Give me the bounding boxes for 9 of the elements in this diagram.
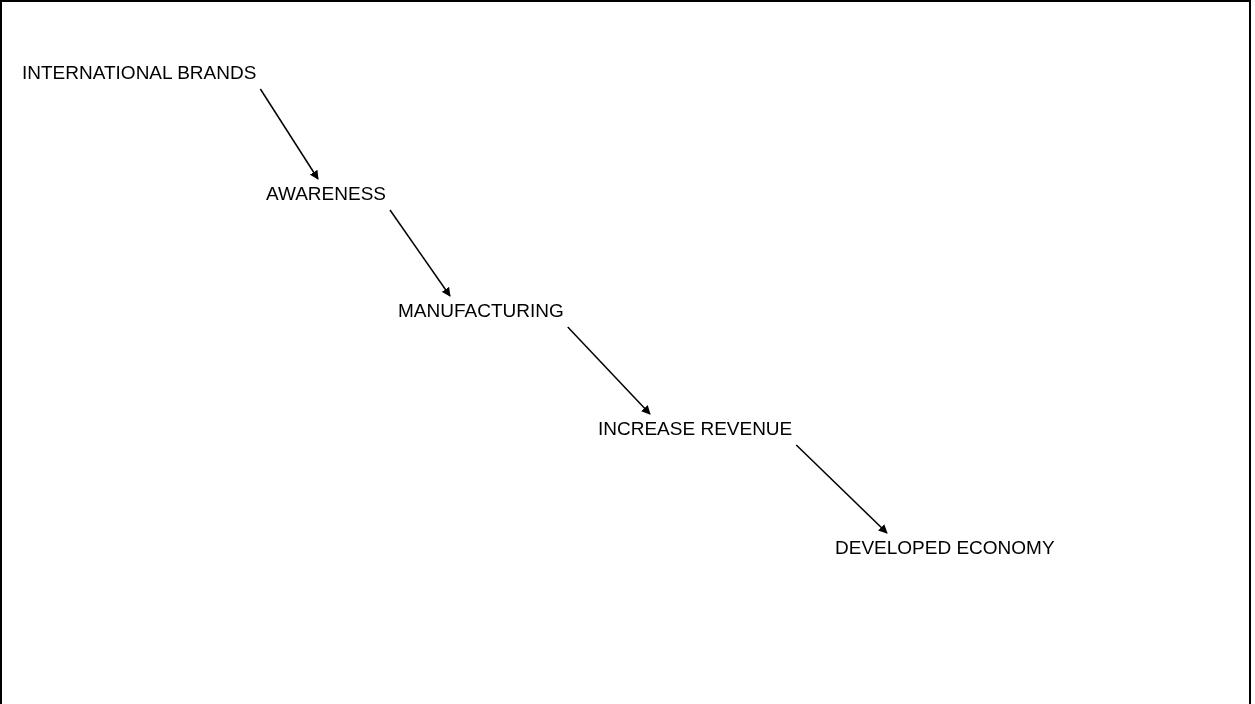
step-label: DEVELOPED ECONOMY — [829, 534, 1061, 562]
step-label: AWARENESS — [260, 180, 392, 208]
arrow — [567, 326, 651, 415]
arrow — [389, 209, 451, 297]
arrow — [259, 88, 319, 180]
step-label: MANUFACTURING — [392, 297, 570, 325]
step-label: INCREASE REVENUE — [592, 415, 799, 443]
step-label: INTERNATIONAL BRANDS — [16, 59, 263, 87]
arrow — [795, 444, 888, 534]
